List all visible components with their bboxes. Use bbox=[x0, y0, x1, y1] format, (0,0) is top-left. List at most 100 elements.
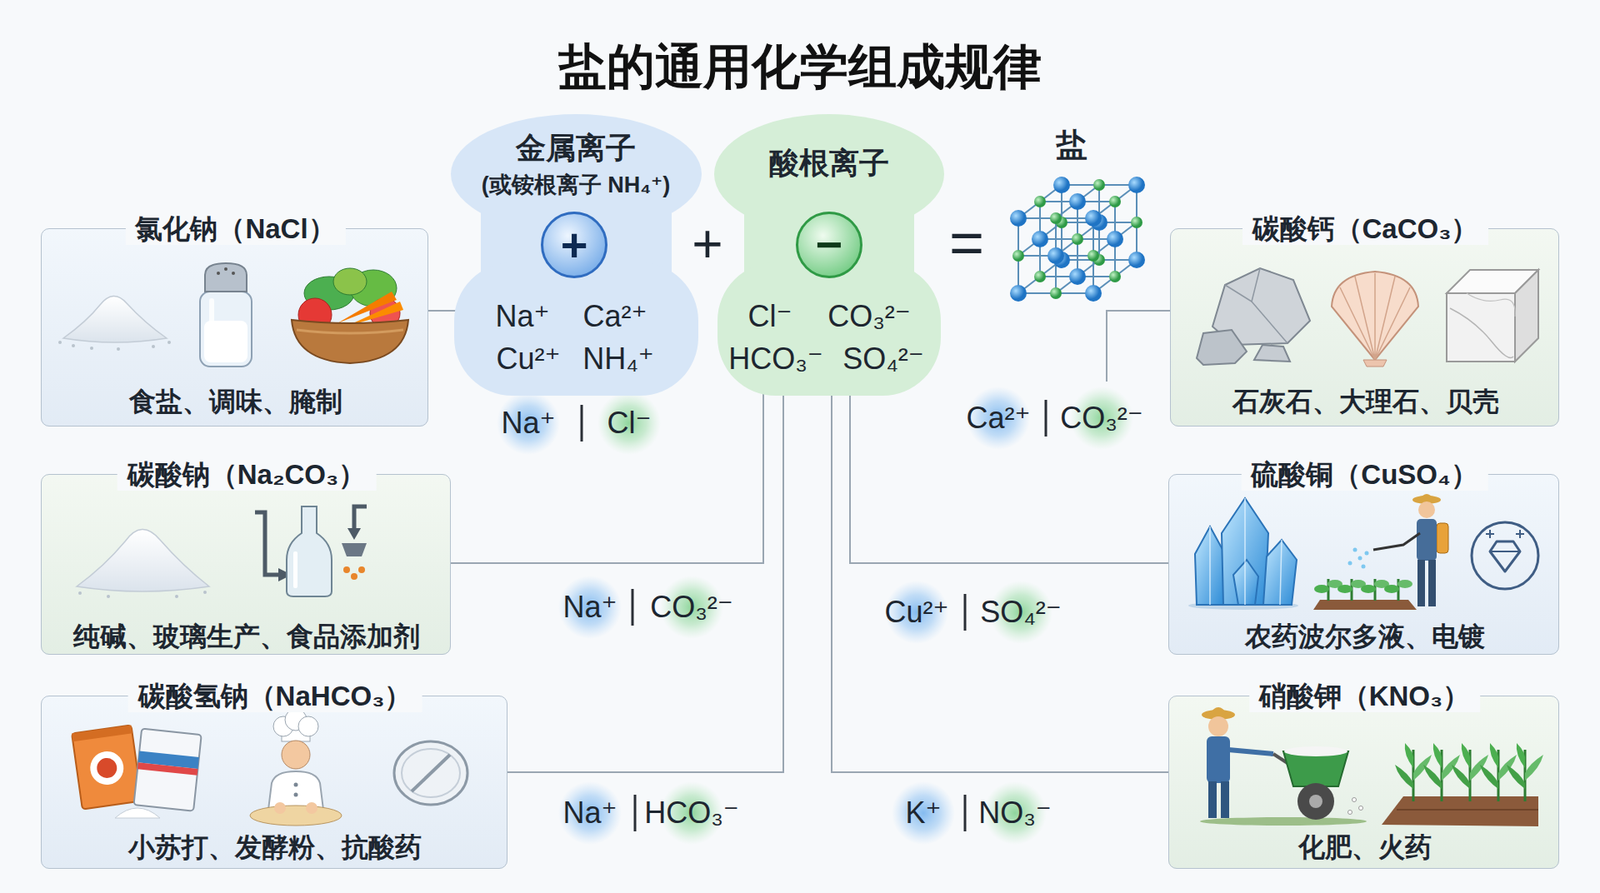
lattice-ion bbox=[1109, 195, 1121, 208]
panel-fill bbox=[40, 695, 508, 870]
plus-operator: + bbox=[691, 214, 723, 276]
chef-figure bbox=[274, 802, 286, 815]
farmer-spraying bbox=[1348, 561, 1353, 566]
antacid-tablet bbox=[411, 755, 450, 792]
text-slot: 小苏打、发酵粉、抗酸药 bbox=[128, 832, 422, 864]
anion-label: CO₃²⁻ bbox=[650, 590, 734, 625]
salt-pile bbox=[58, 295, 171, 351]
copper-sulfate-crystals bbox=[1210, 498, 1282, 605]
limestone-rocks bbox=[1196, 268, 1310, 365]
vegetable-bowl bbox=[296, 330, 404, 334]
lattice-ion bbox=[1085, 210, 1102, 227]
text-slot: 盐的通用化学组成规律 bbox=[558, 39, 1042, 95]
text-slot: 碳酸钠（Na₂CO₃） bbox=[117, 459, 377, 491]
cation-label: Na⁺ bbox=[562, 590, 617, 625]
crop-field bbox=[1395, 743, 1432, 802]
baking-soda-packets bbox=[71, 725, 142, 810]
salt-shaker bbox=[209, 298, 215, 357]
crop-field bbox=[1451, 743, 1489, 802]
glass-bottle bbox=[358, 566, 365, 574]
lattice-ion bbox=[1047, 247, 1065, 265]
lattice-ion bbox=[1034, 195, 1046, 208]
panel-title: 硫酸铜（CuSO₄） bbox=[1240, 459, 1488, 491]
text-slot: 金属离子 bbox=[515, 130, 636, 165]
baking-soda-packets bbox=[133, 729, 201, 812]
pair-separator bbox=[581, 400, 1046, 832]
farmer-spreading bbox=[1208, 716, 1229, 737]
marble-cube bbox=[1446, 293, 1515, 362]
anion-label: HCO₃⁻ bbox=[644, 795, 740, 830]
lattice-ion bbox=[1034, 270, 1046, 283]
marble-cube bbox=[1466, 293, 1515, 317]
ion-glow bbox=[885, 580, 949, 645]
text-slot: 石灰石、大理石、贝壳 bbox=[1232, 386, 1500, 418]
farmer-spraying bbox=[1365, 551, 1370, 556]
anion-label: CO₃²⁻ bbox=[1060, 400, 1144, 435]
panel-title: 氯化钠（NaCl） bbox=[125, 213, 345, 245]
text-slot: Cl⁻ bbox=[748, 299, 793, 334]
lattice-ion bbox=[1010, 285, 1027, 302]
text-slot: 硝酸钾（KNO₃） bbox=[1249, 680, 1481, 713]
pair-separator bbox=[964, 594, 967, 631]
acid-radical-blob: 酸根离子Cl⁻CO₃²⁻HCO₃⁻SO₄²⁻− bbox=[714, 114, 945, 396]
farmer-spraying bbox=[1358, 556, 1363, 561]
lattice-ion bbox=[1010, 210, 1027, 227]
farmer-spraying bbox=[1428, 560, 1436, 607]
seashell bbox=[1340, 273, 1410, 360]
panel-fill bbox=[40, 228, 429, 427]
text-slot: Cl⁻ bbox=[607, 405, 652, 440]
potassium-nitrate-panel: 硝酸钾（KNO₃）化肥、火药 bbox=[1168, 695, 1560, 870]
glass-bottle bbox=[350, 573, 358, 580]
farmer-spreading bbox=[1200, 817, 1367, 826]
ion-glow bbox=[597, 391, 661, 455]
panel-caption: 化肥、火药 bbox=[1298, 832, 1432, 864]
salt-pile bbox=[63, 295, 167, 343]
antacid-tablet bbox=[394, 741, 468, 805]
electroplating-icon bbox=[1490, 541, 1520, 572]
seashell bbox=[1331, 271, 1419, 367]
text-slot: 酸根离子 bbox=[769, 145, 890, 180]
chef-figure bbox=[250, 805, 342, 826]
crop-field bbox=[1381, 796, 1539, 827]
copper-sulfate-crystals bbox=[1233, 560, 1259, 605]
lattice-ion bbox=[1050, 287, 1062, 300]
ion-formula: Cu²⁺ bbox=[495, 341, 560, 376]
antacid-tablet bbox=[401, 749, 460, 798]
soda-pile bbox=[76, 529, 210, 592]
farmer-spreading bbox=[1284, 746, 1348, 757]
ion-formula: Cl⁻ bbox=[748, 299, 793, 334]
farmer-spraying bbox=[1373, 533, 1420, 550]
chef-figure bbox=[298, 716, 319, 737]
farmer-spraying bbox=[1436, 523, 1449, 554]
salt-shaker bbox=[224, 267, 228, 271]
text-slot: 硫酸铜（CuSO₄） bbox=[1240, 459, 1488, 491]
baking-soda-packets bbox=[71, 725, 133, 742]
panel-fill bbox=[1168, 695, 1560, 870]
text-slot: 食盐、调味、腌制 bbox=[129, 386, 343, 418]
text-slot: Ca²⁺ bbox=[965, 400, 1030, 435]
soda-pile bbox=[76, 529, 210, 599]
connector-line bbox=[428, 310, 456, 312]
limestone-rocks bbox=[1196, 330, 1247, 365]
cation-label: Cu²⁺ bbox=[884, 595, 949, 630]
chef-figure bbox=[294, 793, 299, 798]
panel-title: 碳酸钙（CaCO₃） bbox=[1242, 213, 1490, 245]
panel-fill bbox=[1168, 474, 1560, 655]
vegetable-bowl bbox=[291, 268, 409, 364]
text-slot: (或铵根离子 NH₄⁺) bbox=[481, 172, 671, 199]
lattice-ion bbox=[1128, 176, 1145, 194]
sign-symbol: − bbox=[815, 218, 844, 272]
text-slot: Na⁺ bbox=[500, 405, 555, 440]
text-slot: = bbox=[949, 208, 985, 278]
crop-field bbox=[1396, 809, 1539, 811]
crop-field bbox=[1423, 743, 1460, 802]
ion-formula: Ca²⁺ bbox=[582, 299, 647, 334]
limestone-rocks bbox=[1251, 301, 1288, 344]
glass-bottle bbox=[347, 528, 361, 540]
blob-heading: (或铵根离子 NH₄⁺) bbox=[481, 172, 671, 199]
calcium-carbonate-panel: 碳酸钙（CaCO₃）石灰石、大理石、贝壳 bbox=[1170, 228, 1560, 427]
text-slot: HCO₃⁻ bbox=[644, 795, 740, 830]
farmer-spraying bbox=[1419, 494, 1435, 500]
diagram-title: 盐的通用化学组成规律 bbox=[558, 39, 1042, 95]
